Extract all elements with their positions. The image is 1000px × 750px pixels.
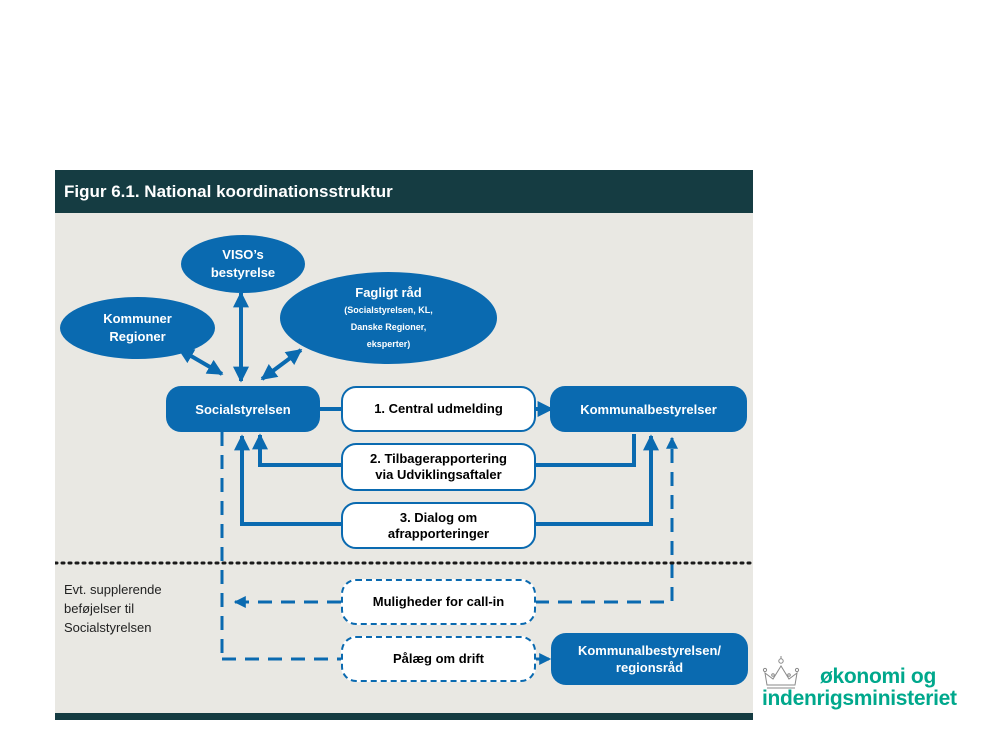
figure-title: Figur 6.1. National koordinationsstruktu… <box>64 182 393 201</box>
box-paalaeg: Pålæg om drift <box>341 636 536 682</box>
arrow-dialog-left <box>234 434 341 526</box>
side-note-line3: Socialstyrelsen <box>64 620 152 635</box>
box-call-in-label: Muligheder for call-in <box>372 594 505 609</box>
figure-panel: Figur 6.1. National koordinationsstruktu… <box>55 170 753 720</box>
node-fagligt-title: Fagligt råd <box>355 285 422 300</box>
node-socialstyrelsen-label: Socialstyrelsen <box>195 401 291 417</box>
node-kommuner-label: Kommuner Regioner <box>103 311 172 344</box>
node-viso-bestyrelse: VISO’s bestyrelse <box>181 235 305 293</box>
ministry-logo: økonomi og indenrigsministeriet <box>760 655 970 715</box>
node-kommunalbestyrelsen-line2: regionsråd <box>615 660 684 675</box>
node-kommunalbestyrelsen-regionsraad: Kommunalbestyrelsen/ regionsråd <box>551 633 748 685</box>
logo-line1: økonomi og <box>820 665 936 688</box>
box-central-label: 1. Central udmelding <box>374 401 503 416</box>
box-central-udmelding: 1. Central udmelding <box>341 386 536 432</box>
arrow-dialog-right <box>535 434 659 526</box>
node-viso-label: VISO’s bestyrelse <box>210 247 276 280</box>
side-note: Evt. supplerende beføjelser til Socialst… <box>64 580 162 637</box>
node-fagligt-sub3: eksperter) <box>366 339 411 349</box>
node-fagligt-raad: Fagligt råd (Socialstyrelsen, KL, Danske… <box>280 272 497 364</box>
logo-line2: indenrigsministeriet <box>762 687 957 710</box>
box-tilbagerapportering-line1: 2. Tilbagerapportering <box>369 451 507 466</box>
box-dialog-line1: 3. Dialog om <box>399 509 478 525</box>
box-dialog-line2: afrapporteringer <box>387 525 490 541</box>
node-fagligt-sub1: (Socialstyrelsen, KL, <box>344 305 433 315</box>
diagram-connectors <box>55 291 753 665</box>
node-kommunalbestyrelser-label: Kommunalbestyrelser <box>580 401 717 417</box>
side-note-line1: Evt. supplerende <box>64 582 162 597</box>
figure-bottom-bar <box>55 713 753 720</box>
box-tilbagerapportering: 2. Tilbagerapportering via Udviklingsaft… <box>341 443 536 491</box>
arrow-tilbagerapportering <box>252 433 341 467</box>
box-tilbagerapportering-line2: via Udviklingsaftaler <box>375 467 502 482</box>
arrow-kommuner-socialstyrelsen <box>177 347 224 376</box>
node-fagligt-sub2: Danske Regioner, <box>350 322 427 332</box>
node-kommunalbestyrelsen-line1: Kommunalbestyrelsen/ <box>577 643 722 658</box>
node-socialstyrelsen: Socialstyrelsen <box>166 386 320 432</box>
node-kommunalbestyrelser: Kommunalbestyrelser <box>550 386 747 432</box>
side-note-line2: beføjelser til <box>64 601 135 616</box>
node-kommuner-regioner: Kommuner Regioner <box>60 297 215 359</box>
box-dialog: 3. Dialog om afrapporteringer <box>341 502 536 549</box>
box-call-in: Muligheder for call-in <box>341 579 536 625</box>
crown-icon <box>762 656 800 689</box>
arrow-fagligt-socialstyrelsen <box>260 348 303 381</box>
figure-header: Figur 6.1. National koordinationsstruktu… <box>55 170 753 213</box>
line-tilbagerapportering-right <box>535 434 636 467</box>
box-paalaeg-label: Pålæg om drift <box>392 651 484 666</box>
